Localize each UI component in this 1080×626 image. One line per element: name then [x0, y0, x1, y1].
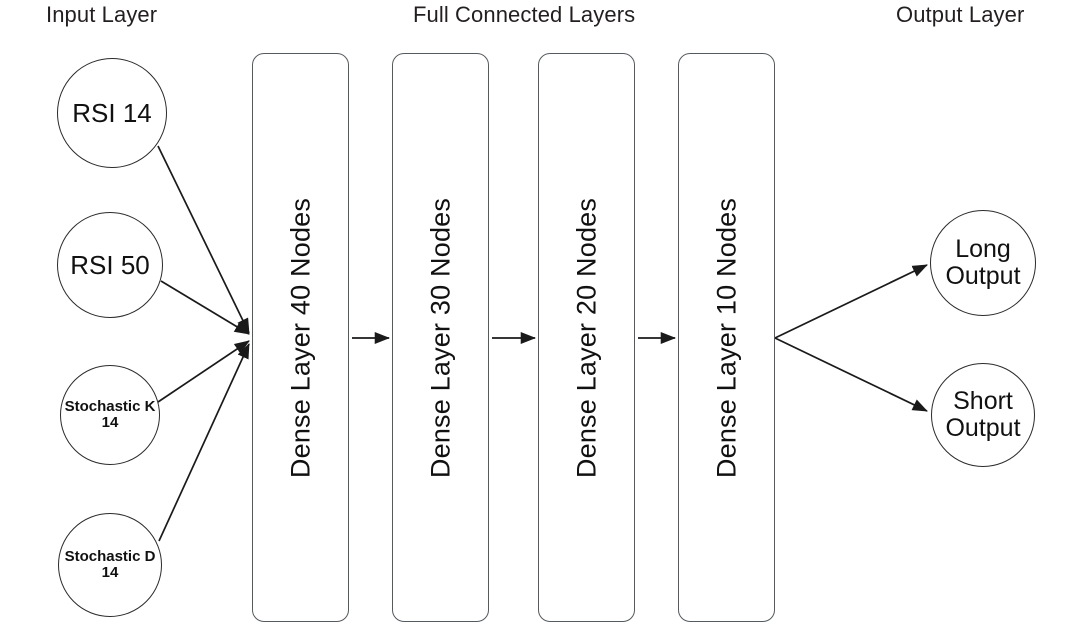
input-node-rsi-50[interactable]: RSI 50	[57, 212, 163, 318]
dense-layer-40-label: Dense Layer 40 Nodes	[285, 197, 315, 478]
input-node-stochastic-d[interactable]: Stochastic D 14	[58, 513, 162, 617]
column-title-output: Output Layer	[896, 2, 1025, 27]
output-node-short-line1: Short	[953, 387, 1013, 415]
output-node-long-line1: Long	[955, 235, 1011, 263]
dense-layer-40-box[interactable]: Dense Layer 40 Nodes	[252, 53, 349, 622]
input-node-rsi-14[interactable]: RSI 14	[57, 58, 167, 168]
output-node-short-line2: Output	[945, 414, 1021, 442]
edge-dense10-to-long-output	[774, 264, 928, 339]
output-node-long-line2: Output	[945, 262, 1021, 290]
edge-rsi14-to-dense40	[157, 145, 250, 334]
dense-layer-30-label: Dense Layer 30 Nodes	[425, 197, 455, 478]
edge-stochasticd-to-dense40	[158, 343, 250, 542]
input-node-rsi-14-label: RSI 14	[72, 97, 152, 128]
dense-layer-20-label: Dense Layer 20 Nodes	[571, 197, 601, 478]
dense-layer-10-label: Dense Layer 10 Nodes	[711, 197, 741, 478]
input-node-stochastic-k[interactable]: Stochastic K 14	[60, 365, 160, 465]
edge-stochastick-to-dense40	[157, 340, 250, 403]
dense-layer-30-box[interactable]: Dense Layer 30 Nodes	[392, 53, 489, 622]
input-node-stochastic-k-label: Stochastic K	[64, 397, 156, 415]
input-node-rsi-50-label: RSI 50	[70, 249, 150, 280]
dense-layer-20-box[interactable]: Dense Layer 20 Nodes	[538, 53, 635, 622]
dense-layer-10-box[interactable]: Dense Layer 10 Nodes	[678, 53, 775, 622]
input-node-stochastic-d-period: 14	[101, 564, 119, 581]
column-title-hidden: Full Connected Layers	[413, 2, 636, 27]
output-node-short[interactable]: Short Output	[931, 363, 1035, 467]
edge-dense10-to-short-output	[774, 337, 928, 412]
edge-rsi50-to-dense40	[160, 280, 250, 335]
output-node-long[interactable]: Long Output	[930, 210, 1036, 316]
column-title-input: Input Layer	[46, 2, 158, 27]
input-node-stochastic-k-period: 14	[101, 414, 119, 431]
input-node-stochastic-d-label: Stochastic D	[64, 547, 156, 565]
